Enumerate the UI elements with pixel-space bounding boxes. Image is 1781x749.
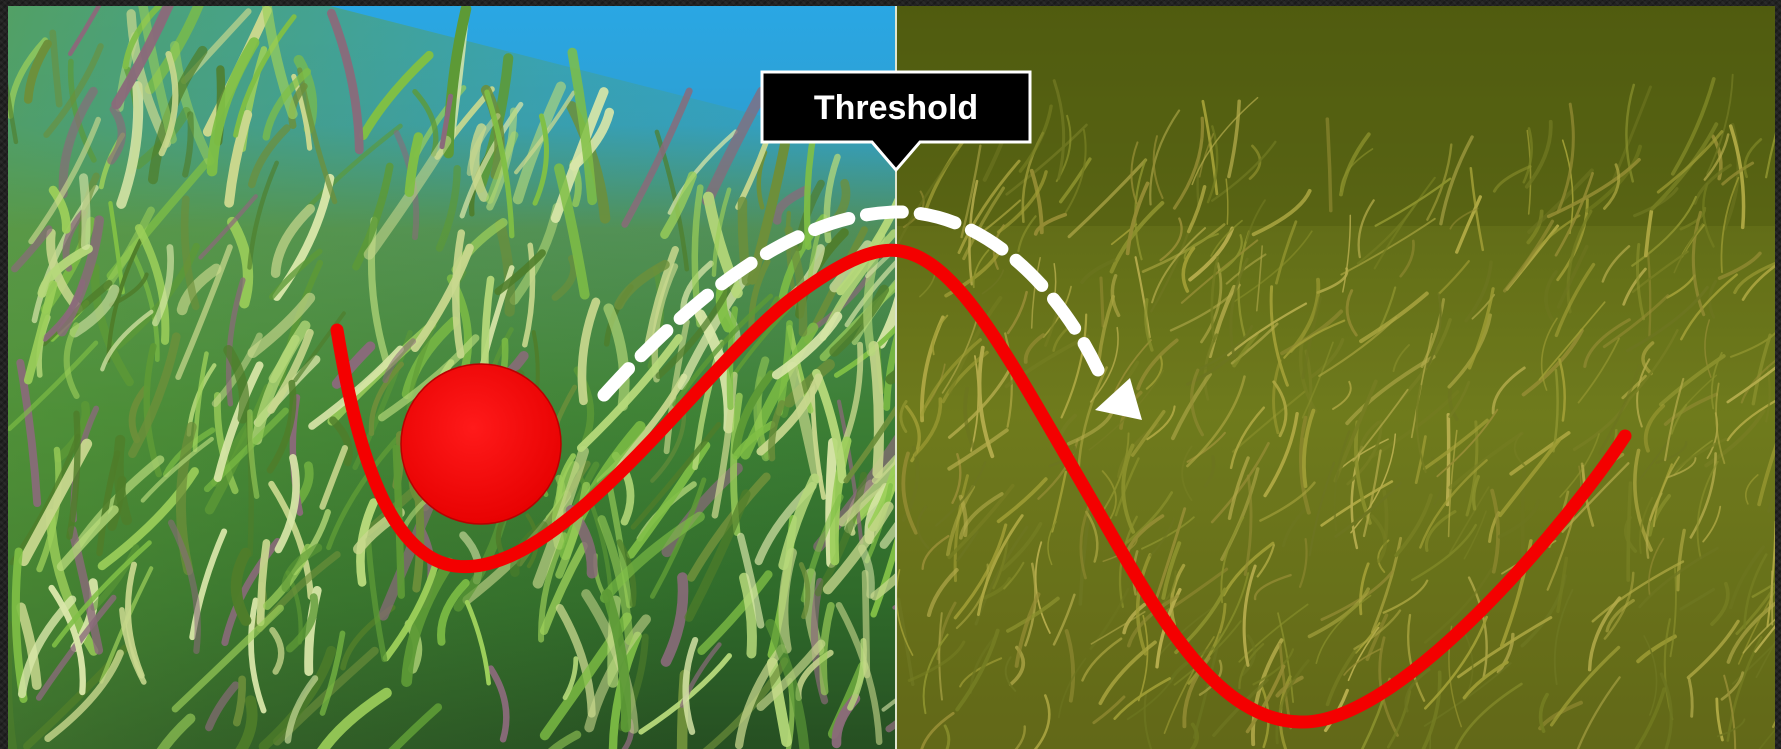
- seagrass-blade: [84, 178, 87, 246]
- threshold-label: Threshold: [814, 89, 978, 127]
- state-ball: [401, 364, 561, 524]
- seagrass-blade: [865, 573, 867, 675]
- seagrass-blade: [874, 346, 879, 473]
